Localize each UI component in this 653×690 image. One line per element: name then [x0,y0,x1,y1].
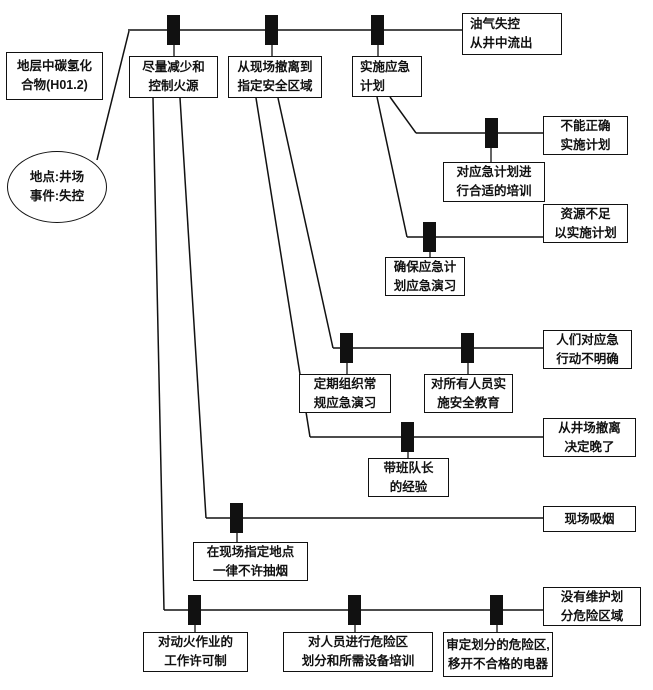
barrier-bar [490,595,503,625]
barrier-bar [485,118,498,148]
barrier-bar [461,333,474,363]
node-event: 地点:井场 事件:失控 [7,151,107,223]
connector-line [96,30,130,161]
node-top-outcome: 油气失控 从井中流出 [462,13,562,55]
barrier-bar [230,503,243,533]
barrier-bar [371,15,384,45]
connector-line [277,97,334,349]
node-barrier-leader-experience: 带班队长 的经验 [368,458,449,497]
node-outcome-cannot-implement-plan: 不能正确 实施计划 [543,116,628,155]
node-barrier-routine-drills: 定期组织常 规应急演习 [299,374,391,413]
node-outcome-late-evacuation: 从井场撤离 决定晚了 [543,418,636,457]
barrier-bar [340,333,353,363]
node-barrier-emergency-drill: 确保应急计 划应急演习 [385,257,465,296]
connector-line [376,96,408,238]
connector-line [152,97,165,611]
node-barrier-zone-review: 审定划分的危险区, 移开不合格的电器 [443,632,553,677]
node-outcome-site-smoking: 现场吸烟 [543,506,636,532]
barrier-bar [167,15,180,45]
barrier-bar [348,595,361,625]
node-barrier-plan-training: 对应急计划进 行合适的培训 [443,162,545,202]
barrier-bar [401,422,414,452]
connector-line [179,97,207,519]
node-barrier-minimize-ignition: 尽量减少和 控制火源 [129,56,218,98]
connector-line [389,96,417,134]
barrier-bar [188,595,201,625]
node-outcome-insufficient-resources: 资源不足 以实施计划 [543,204,628,243]
node-outcome-actions-unclear: 人们对应急 行动不明确 [543,330,632,369]
barrier-bar [423,222,436,252]
node-barrier-emergency-plan: 实施应急 计划 [352,56,422,97]
node-outcome-hazard-zones-unmaintained: 没有维护划 分危险区域 [543,587,641,626]
node-threat-source: 地层中碳氢化 合物(H01.2) [6,52,103,100]
node-barrier-zone-training: 对人员进行危险区 划分和所需设备培训 [283,632,433,672]
node-barrier-safety-education: 对所有人员实 施安全教育 [424,374,513,413]
barrier-bar [265,15,278,45]
node-barrier-evacuate: 从现场撤离到 指定安全区域 [228,56,322,98]
node-barrier-no-smoking-rule: 在现场指定地点 一律不许抽烟 [193,542,308,581]
node-barrier-hot-work-permit: 对动火作业的 工作许可制 [143,632,248,672]
